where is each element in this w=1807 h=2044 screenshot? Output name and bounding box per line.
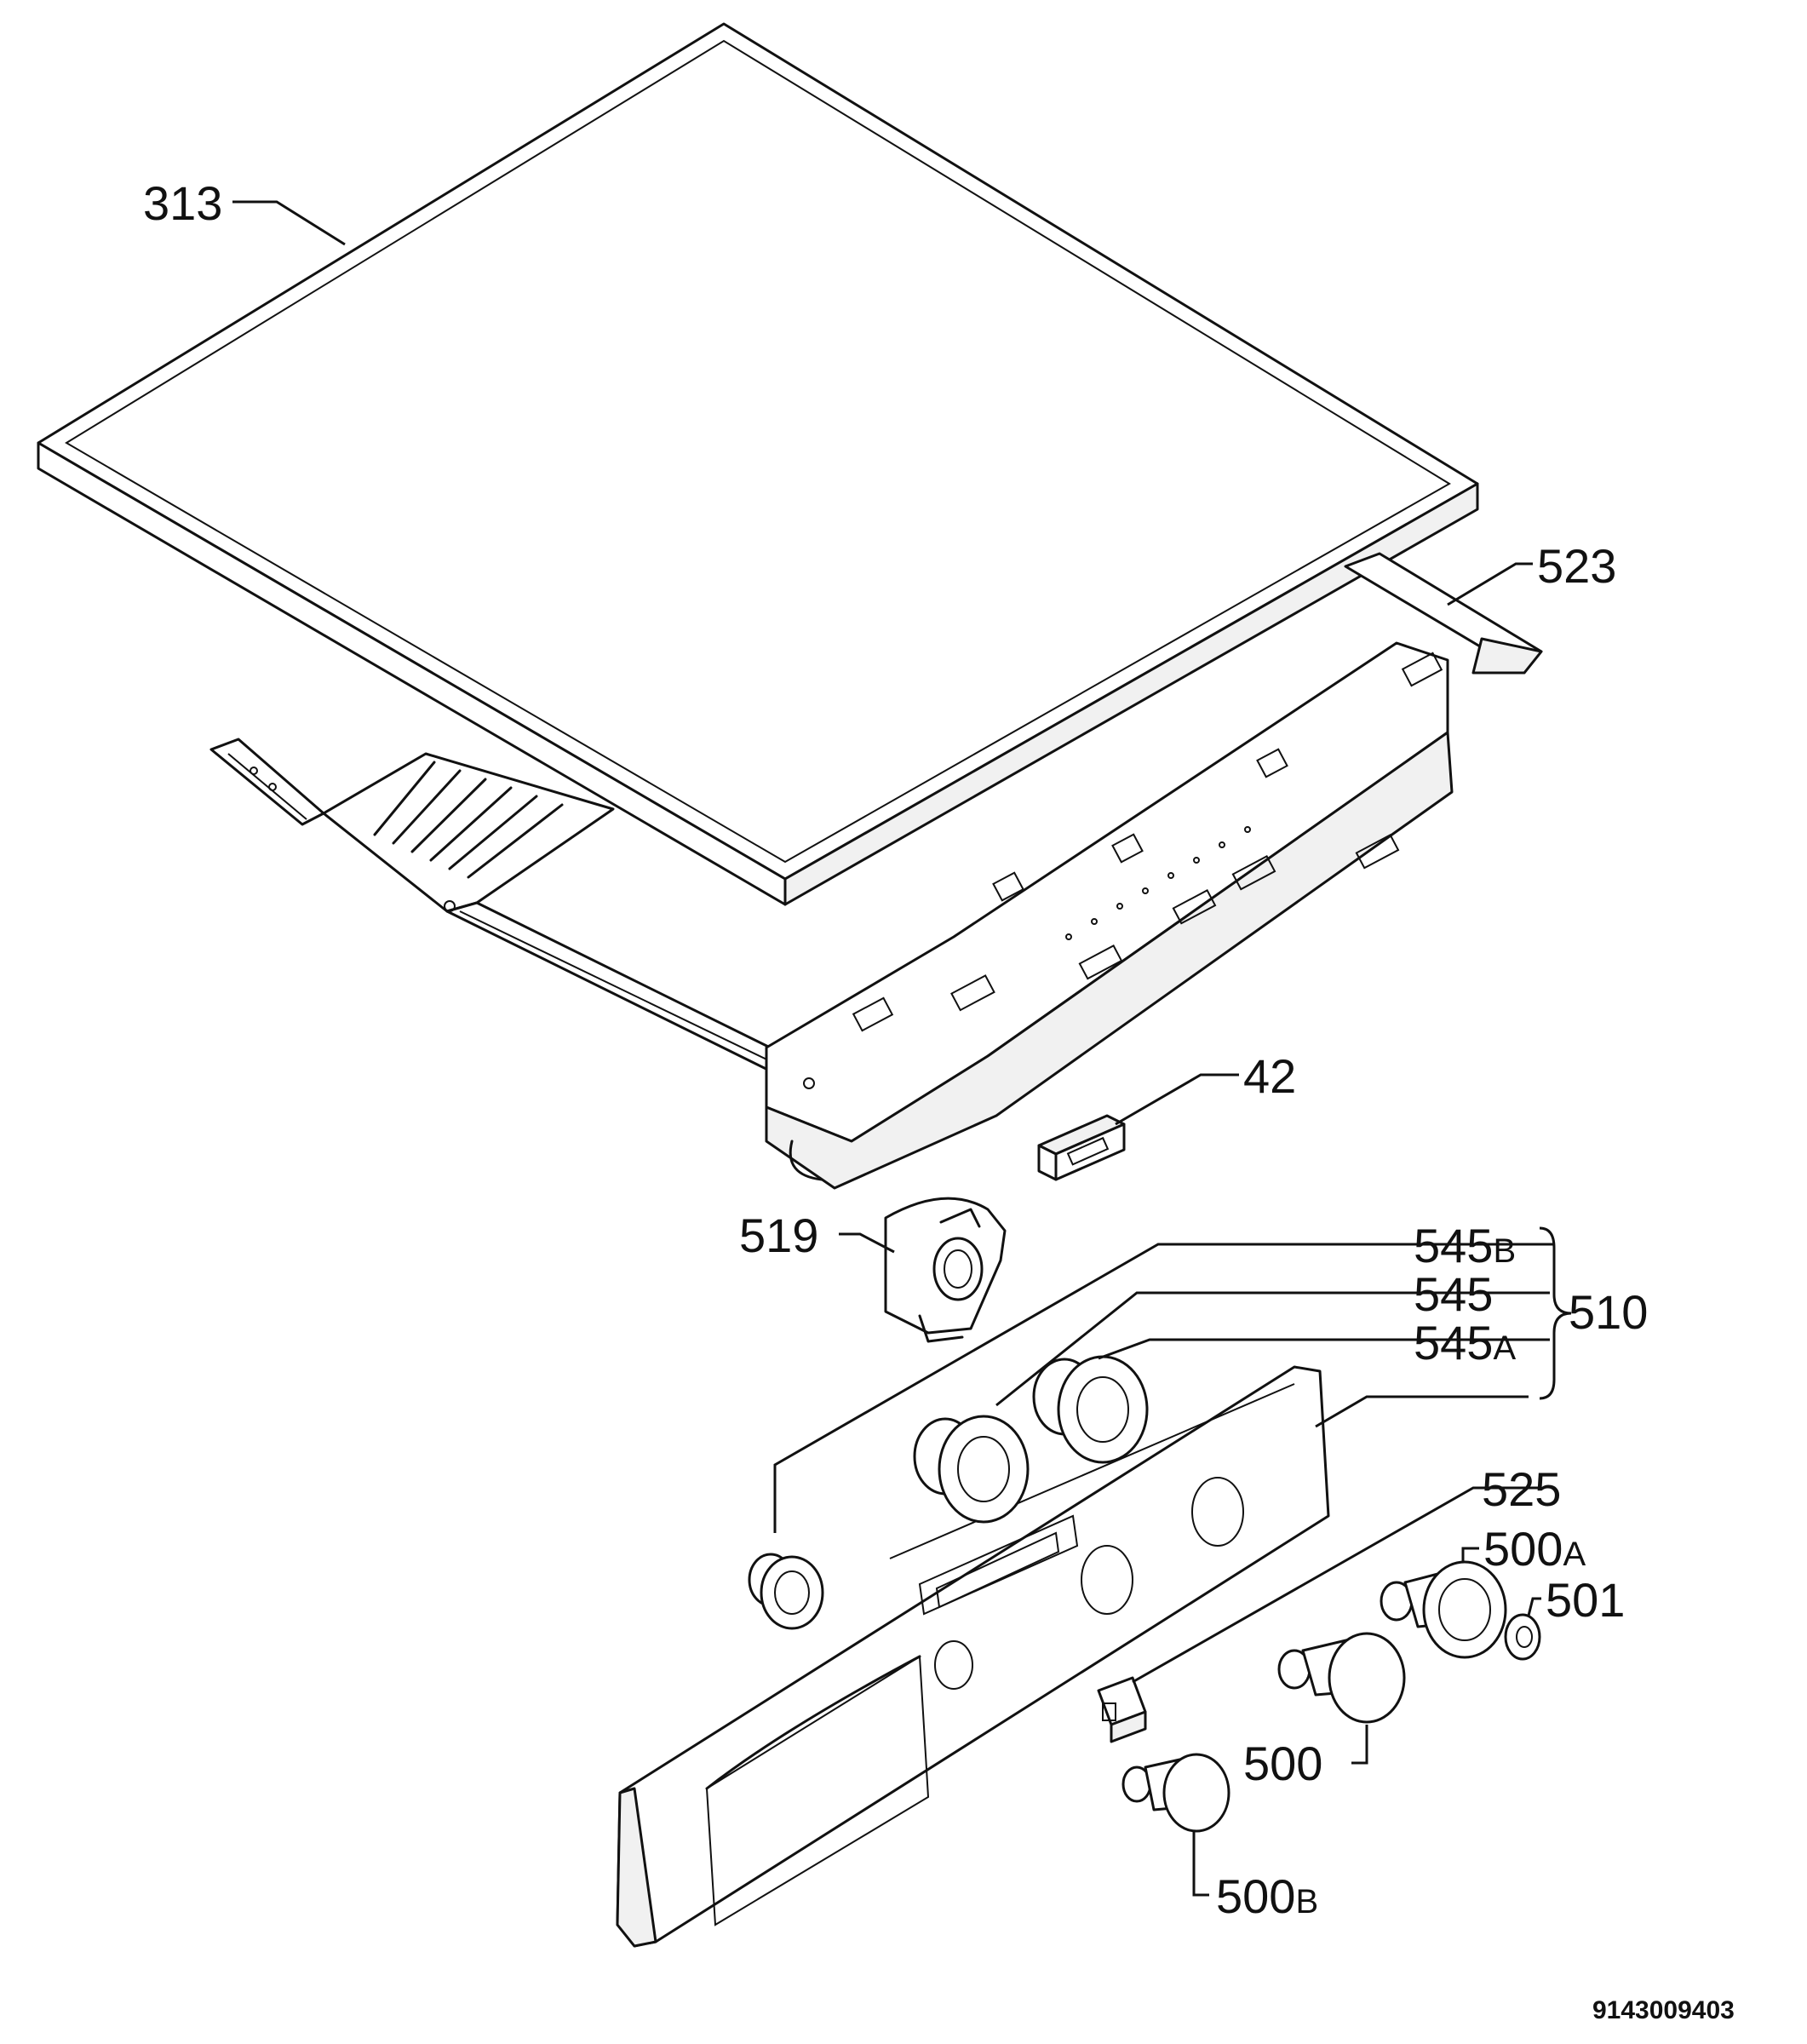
part-510-fascia-panel <box>616 1365 1330 1948</box>
part-500a-knob <box>1380 1560 1507 1659</box>
callout-500b-suffix: B <box>1295 1883 1318 1921</box>
callout-500b-number: 500 <box>1216 1869 1295 1923</box>
callout-545a: 545A <box>1414 1316 1516 1369</box>
callout-523: 523 <box>1537 539 1616 593</box>
part-313-top-lid <box>37 22 1479 906</box>
drawing-number: 9143009403 <box>1592 1996 1735 2024</box>
part-545-knob-sleeve <box>913 1415 1030 1524</box>
callout-545b: 545B <box>1414 1219 1516 1272</box>
callout-42: 42 <box>1243 1049 1296 1103</box>
part-501-ring <box>1504 1613 1541 1661</box>
part-545a-knob-sleeve <box>1032 1355 1149 1464</box>
part-500-knob <box>1277 1632 1406 1724</box>
row-of-holes <box>1065 826 1251 940</box>
callout-519: 519 <box>739 1209 818 1262</box>
vent-slots <box>373 761 564 879</box>
callout-500a-number: 500 <box>1483 1522 1563 1576</box>
callout-500b: 500B <box>1216 1869 1318 1923</box>
part-525-indicator <box>1097 1676 1147 1743</box>
part-523-panel-support-frame <box>209 552 1543 1190</box>
callout-500: 500 <box>1243 1737 1322 1790</box>
callout-500a-suffix: A <box>1563 1536 1586 1573</box>
callout-500a: 500A <box>1483 1522 1586 1576</box>
callout-labels: 313 523 42 519 545B 545 545A 510 525 500… <box>143 176 1735 2024</box>
callout-545a-number: 545 <box>1414 1316 1493 1369</box>
part-519-selector-bracket <box>884 1197 1007 1343</box>
callout-501: 501 <box>1546 1573 1625 1627</box>
leader-lines <box>232 200 1572 1897</box>
callout-545b-number: 545 <box>1414 1219 1493 1272</box>
part-500b-knob <box>1121 1753 1230 1833</box>
callout-545a-suffix: A <box>1493 1329 1516 1367</box>
part-545b-knob-sleeve <box>748 1553 824 1630</box>
callout-545: 545 <box>1414 1267 1493 1321</box>
part-42-switch <box>1037 1114 1126 1181</box>
callout-510: 510 <box>1569 1285 1648 1339</box>
callout-313: 313 <box>143 176 222 230</box>
callout-525: 525 <box>1482 1462 1561 1516</box>
callout-545b-suffix: B <box>1493 1232 1516 1270</box>
